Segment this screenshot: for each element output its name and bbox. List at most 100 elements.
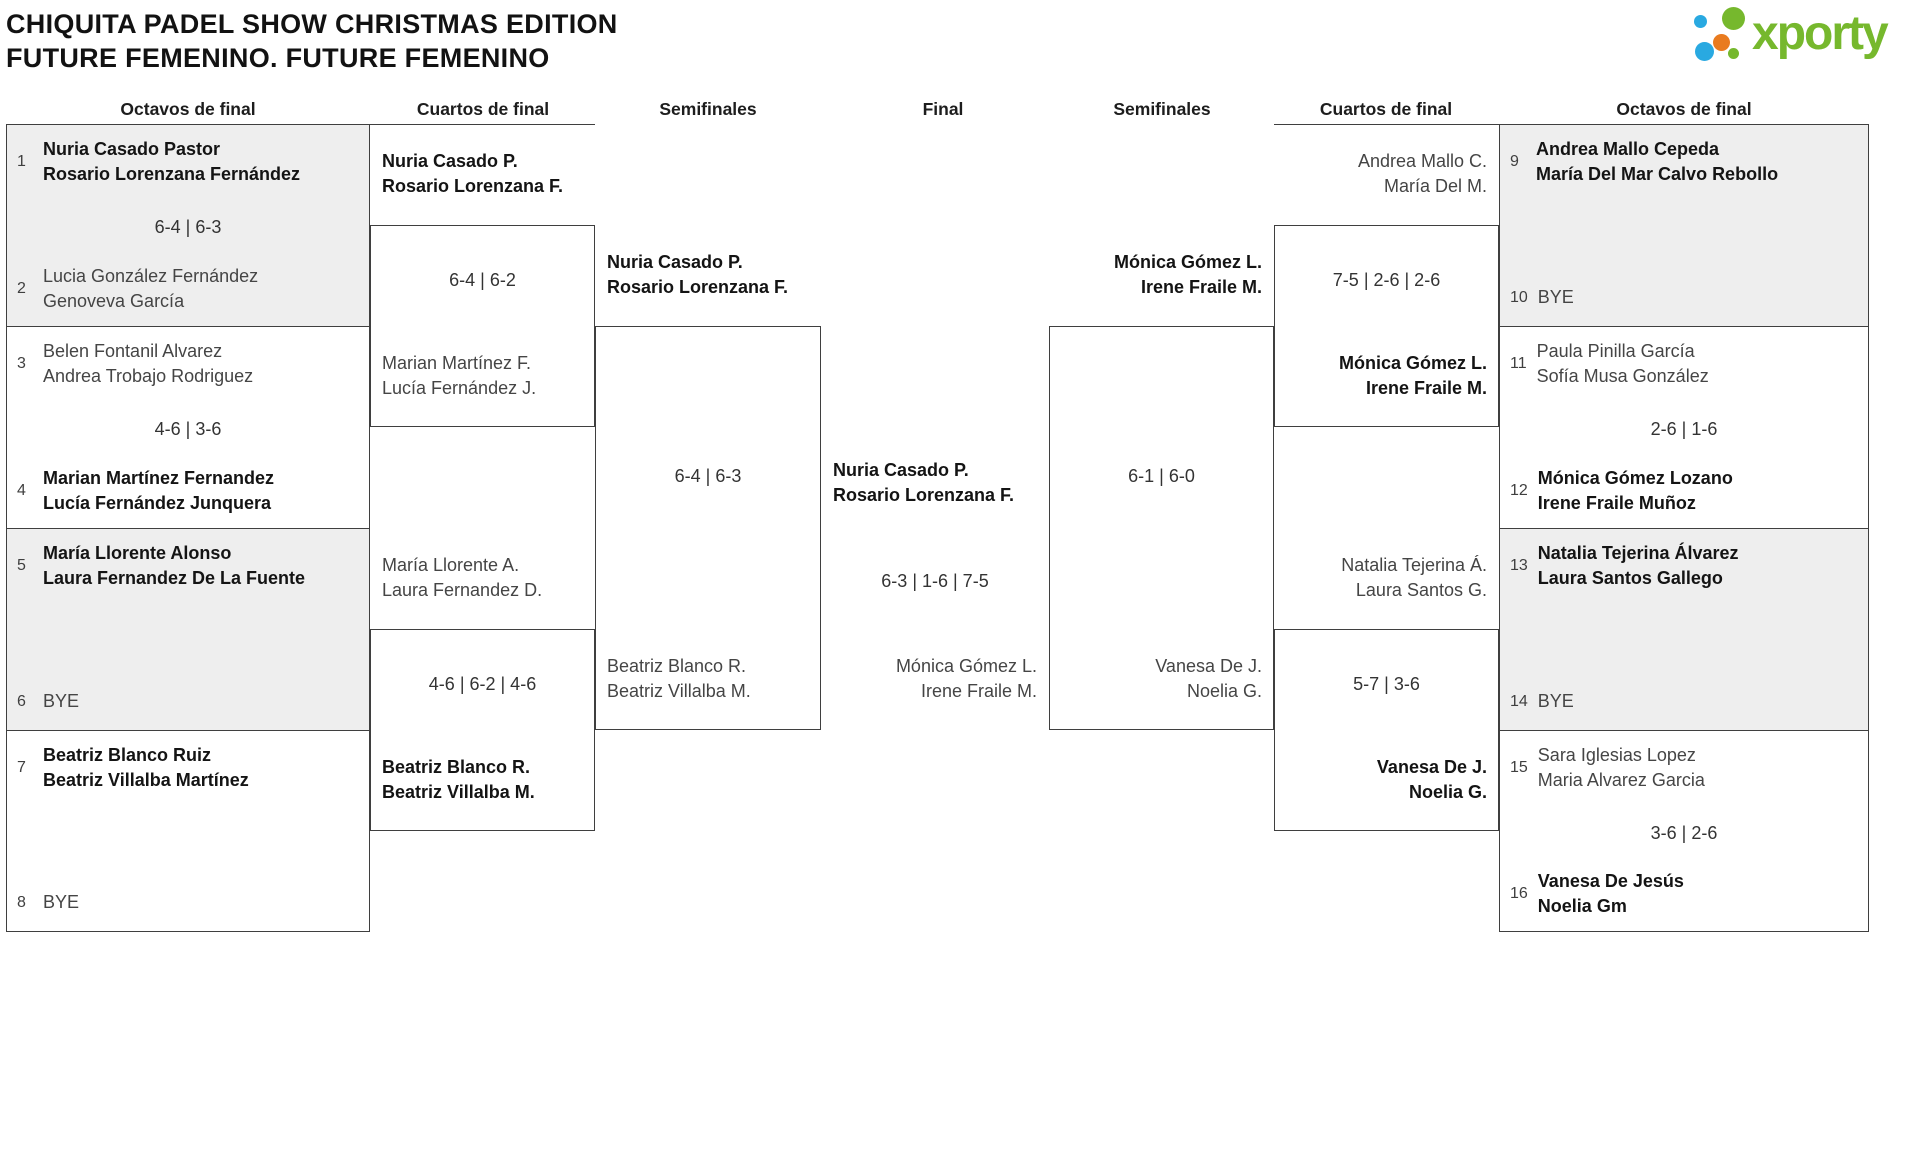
match-box-right-quarter-1 bbox=[1274, 225, 1499, 427]
seed-number: 2 bbox=[17, 280, 26, 297]
match-box-left-quarter-2 bbox=[370, 629, 595, 831]
logo-wordmark: xporty bbox=[1752, 7, 1889, 60]
bye-label: BYE bbox=[1537, 287, 1574, 307]
advancing-team-label: Natalia Tejerina Á.Laura Santos G. bbox=[1341, 555, 1487, 600]
round-header-final: Final bbox=[922, 99, 964, 119]
tournament-title: CHIQUITA PADEL SHOW CHRISTMAS EDITION FU… bbox=[6, 7, 618, 75]
seed-number: 9 bbox=[1510, 153, 1519, 170]
final-winner-label: Nuria Casado P.Rosario Lorenzana F. bbox=[833, 460, 1015, 505]
bracket-line bbox=[370, 124, 595, 125]
seed-number: 13 bbox=[1510, 557, 1528, 574]
match-box-left-quarter-1 bbox=[370, 225, 595, 427]
team-row-bye: 10 BYE bbox=[1510, 285, 1862, 310]
match-box-left-semifinal bbox=[595, 326, 821, 730]
match-score: 6-4 | 6-3 bbox=[674, 466, 742, 486]
advancing-team-label: Vanesa De J.Noelia G. bbox=[1376, 757, 1487, 802]
seed-number: 7 bbox=[17, 759, 26, 776]
seed-number: 4 bbox=[17, 482, 26, 499]
match-score: 4-6 | 3-6 bbox=[154, 419, 222, 439]
final-runnerup-label: Mónica Gómez L.Irene Fraile M. bbox=[895, 656, 1037, 701]
match-score: 7-5 | 2-6 | 2-6 bbox=[1332, 270, 1441, 290]
round-header-semis-left: Semifinales bbox=[659, 99, 757, 119]
logo-dot-blue-large-icon bbox=[1695, 42, 1714, 61]
bye-label: BYE bbox=[1537, 691, 1574, 711]
final-score: 6-3 | 1-6 | 7-5 bbox=[881, 571, 989, 591]
seed-number: 16 bbox=[1510, 885, 1528, 902]
logo-dot-green-small-icon bbox=[1728, 48, 1739, 59]
seed-number: 11 bbox=[1510, 355, 1527, 372]
xporty-logo[interactable]: xporty bbox=[1690, 6, 1918, 70]
round-header-cuartos-left: Cuartos de final bbox=[416, 99, 550, 119]
bye-label: BYE bbox=[43, 892, 80, 912]
team-row-bye: 14 BYE bbox=[1510, 689, 1862, 714]
round-header-octavos-right: Octavos de final bbox=[1616, 99, 1752, 119]
advancing-team-label: Andrea Mallo C.María Del M. bbox=[1357, 151, 1487, 196]
logo-dot-orange-icon bbox=[1713, 34, 1730, 51]
team-row-bye: 6 BYE bbox=[17, 689, 363, 714]
advancing-team-label: Marian Martínez F.Lucía Fernández J. bbox=[382, 353, 537, 398]
match-score: 2-6 | 1-6 bbox=[1650, 419, 1718, 439]
seed-number: 1 bbox=[17, 153, 26, 170]
advancing-team-label: Nuria Casado P.Rosario Lorenzana F. bbox=[382, 151, 564, 196]
logo-dot-green-large-icon bbox=[1722, 7, 1745, 30]
round-header-semis-right: Semifinales bbox=[1113, 99, 1211, 119]
team-row-bye: 8 BYE bbox=[17, 890, 363, 915]
seed-number: 3 bbox=[17, 355, 26, 372]
seed-number: 6 bbox=[17, 692, 26, 710]
round-header-cuartos-right: Cuartos de final bbox=[1319, 99, 1453, 119]
advancing-team-label: Mónica Gómez L.Irene Fraile M. bbox=[1338, 353, 1487, 398]
tournament-title-line2: FUTURE FEMENINO. FUTURE FEMENINO bbox=[6, 43, 550, 73]
match-score: 6-4 | 6-2 bbox=[449, 270, 516, 290]
match-box-right-semifinal bbox=[1049, 326, 1274, 730]
advancing-team-label: María Llorente A.Laura Fernandez D. bbox=[382, 555, 543, 600]
seed-number: 14 bbox=[1510, 692, 1528, 710]
match-box-right-quarter-2 bbox=[1274, 629, 1499, 831]
advancing-team-label: Mónica Gómez L.Irene Fraile M. bbox=[1113, 252, 1262, 297]
round-header-octavos-left: Octavos de final bbox=[120, 99, 256, 119]
bye-label: BYE bbox=[43, 691, 80, 711]
match-score: 5-7 | 3-6 bbox=[1353, 674, 1420, 694]
seed-number: 5 bbox=[17, 557, 26, 574]
match-score: 6-4 | 6-3 bbox=[154, 217, 222, 237]
advancing-team-label: Beatriz Blanco R.Beatriz Villalba M. bbox=[607, 656, 751, 701]
advancing-team-label: Beatriz Blanco R.Beatriz Villalba M. bbox=[382, 757, 535, 802]
seed-number: 12 bbox=[1510, 482, 1528, 499]
seed-number: 15 bbox=[1510, 759, 1528, 776]
match-score: 4-6 | 6-2 | 4-6 bbox=[428, 674, 537, 694]
advancing-team-label: Nuria Casado P.Rosario Lorenzana F. bbox=[607, 252, 789, 297]
match-score: 3-6 | 2-6 bbox=[1650, 823, 1718, 843]
